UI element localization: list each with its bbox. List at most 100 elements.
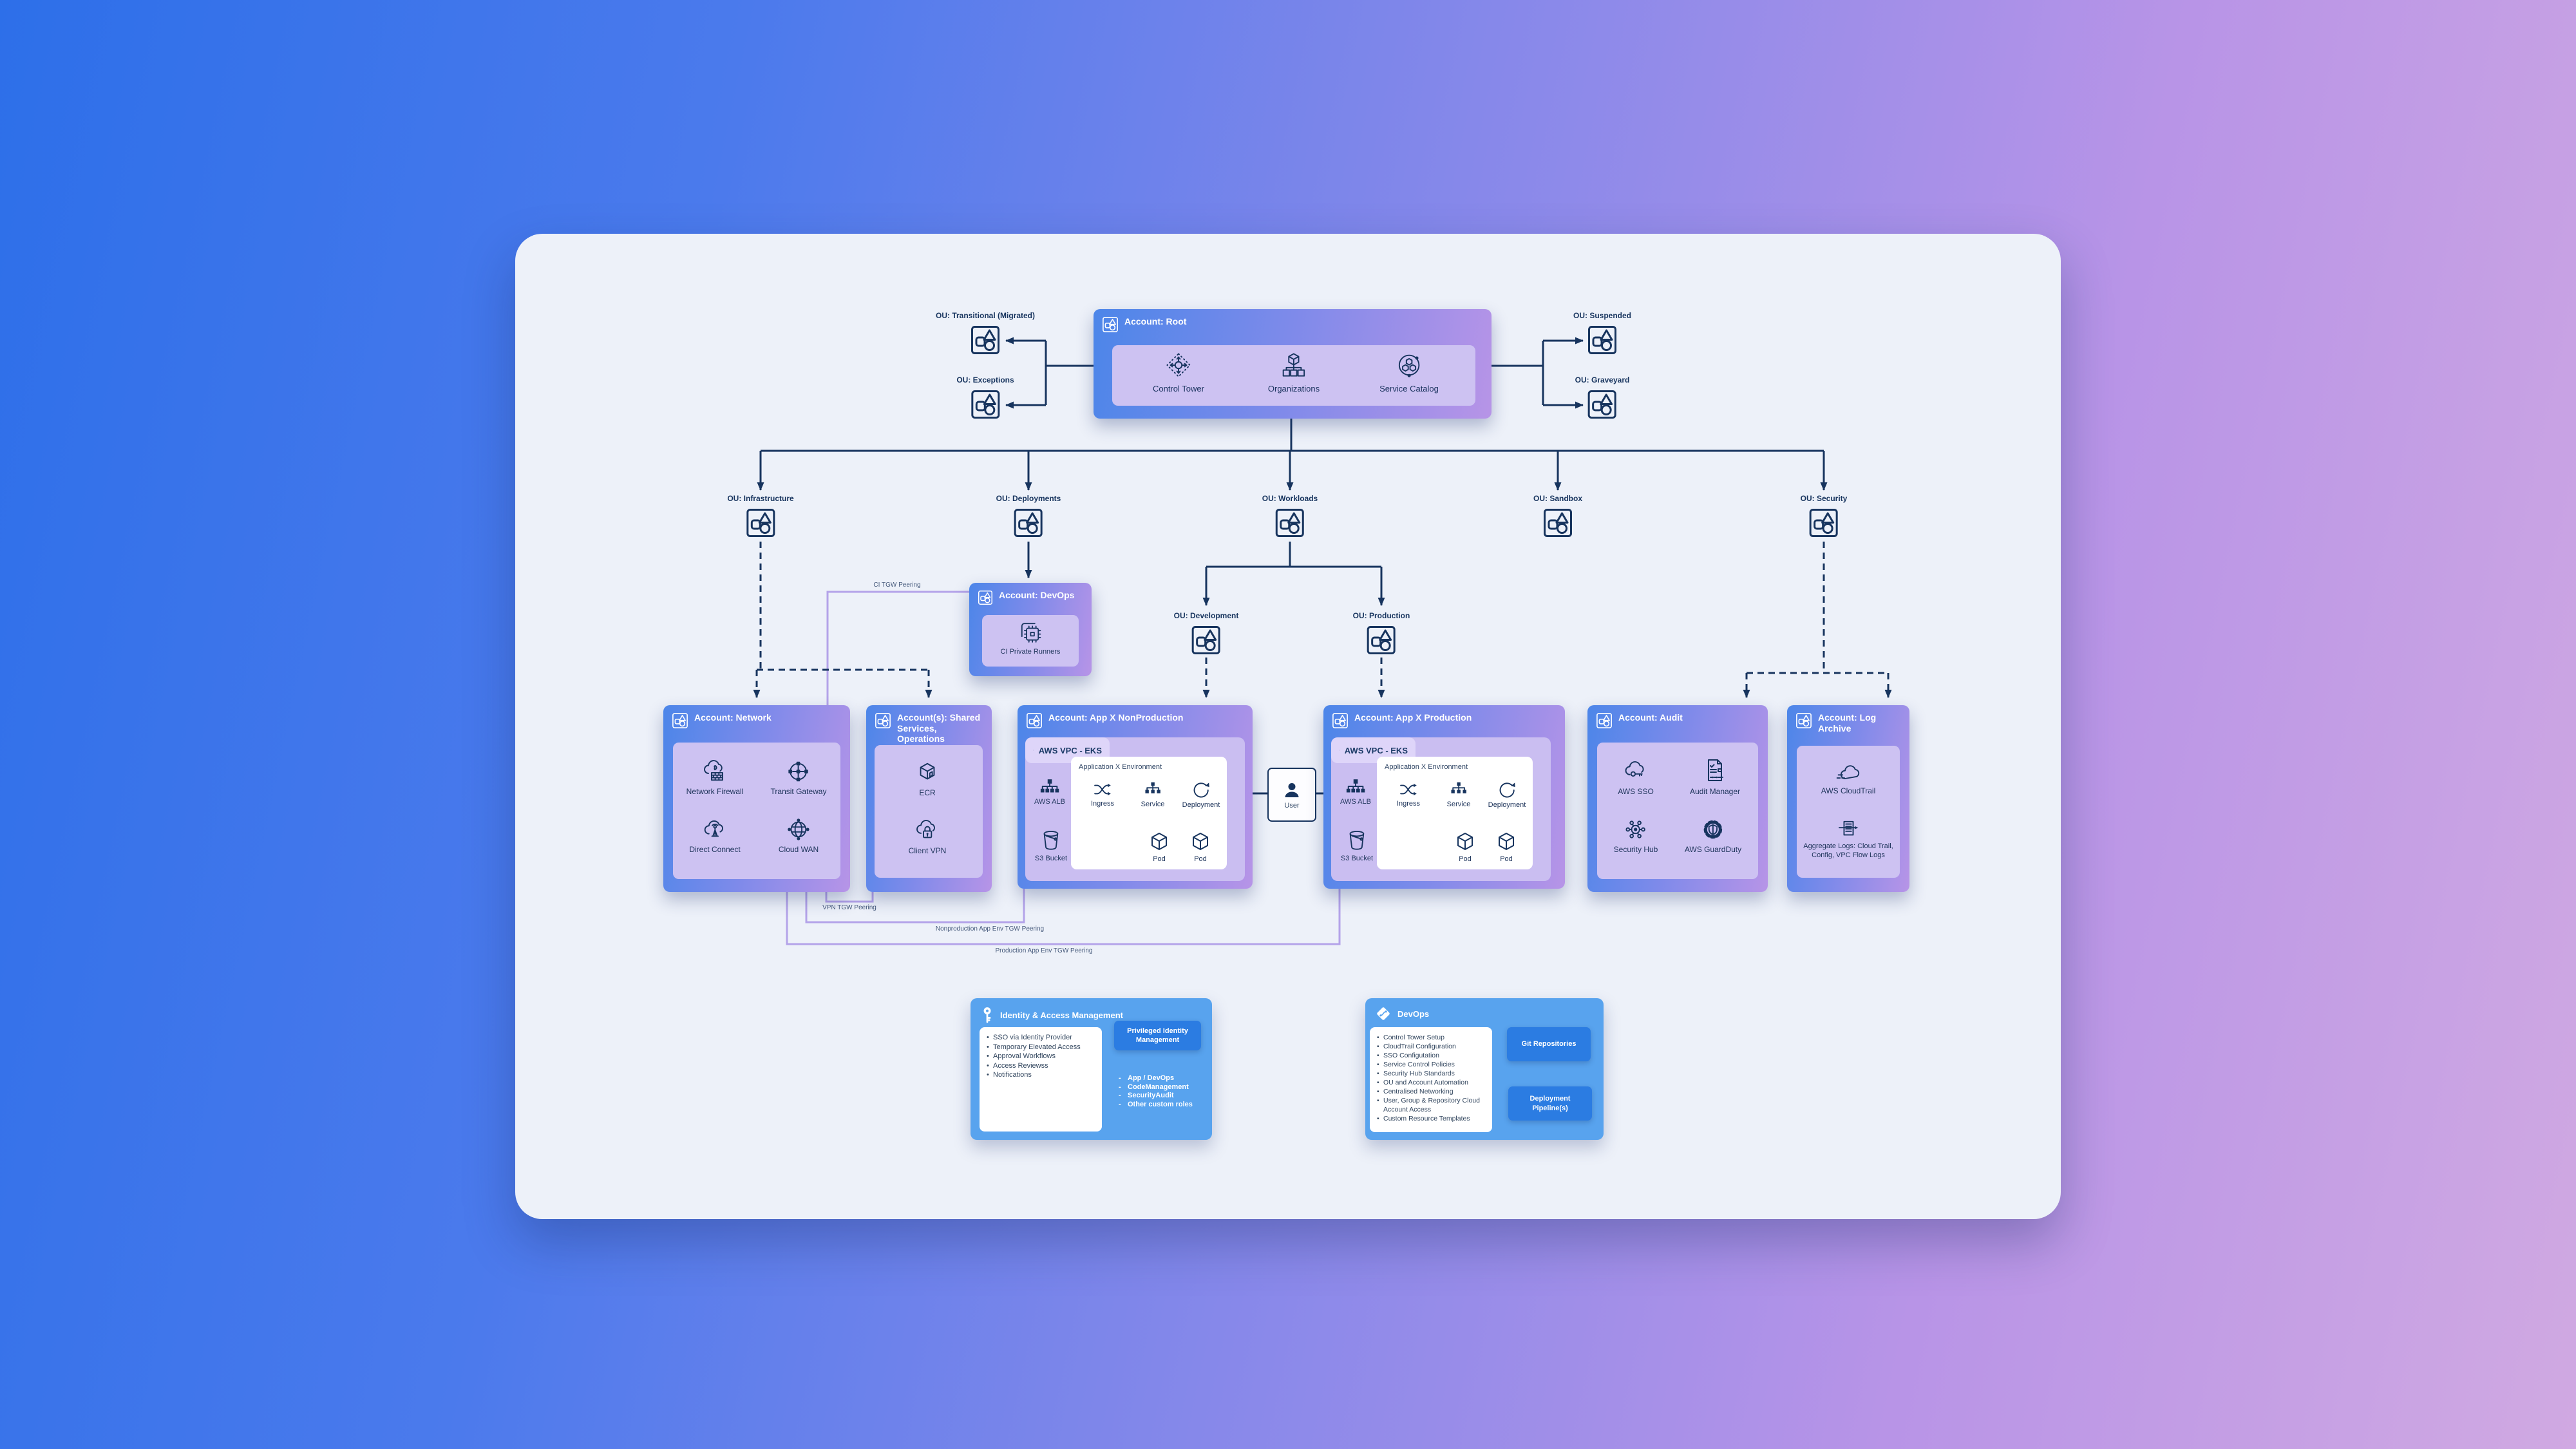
cloud-wan-icon xyxy=(788,819,810,840)
role-item: CodeManagement xyxy=(1117,1083,1193,1092)
network-firewall-icon xyxy=(704,760,724,781)
ou-icon xyxy=(1810,509,1838,537)
ou-node-infrastructure: OU: Infrastructure xyxy=(727,494,794,538)
alb-icon xyxy=(1040,779,1059,793)
ou-node-production: OU: Production xyxy=(1353,611,1410,656)
role-item: App / DevOps xyxy=(1117,1074,1193,1083)
ou-node-workloads: OU: Workloads xyxy=(1262,494,1318,538)
ou-icon xyxy=(1192,626,1220,654)
service-label: Pod xyxy=(1194,855,1207,863)
shared-services-panel xyxy=(875,745,983,878)
iam-card: SSO via Identity Provider Temporary Elev… xyxy=(980,1027,1102,1132)
ou-node-deployments: OU: Deployments xyxy=(996,494,1061,538)
control-tower-icon xyxy=(1166,353,1191,377)
service-ingress: Ingress xyxy=(1397,782,1420,809)
k8s-service-icon xyxy=(1451,782,1466,793)
account-devops-header: Account: DevOps xyxy=(969,583,1092,616)
vpc-label: AWS VPC - EKS xyxy=(1344,745,1408,755)
cloudtrail-icon xyxy=(1836,765,1860,779)
service-service-catalog: Service Catalog xyxy=(1379,352,1439,393)
ou-node-suspended: OU: Suspended xyxy=(1573,311,1631,355)
service-label: S3 Bucket xyxy=(1034,855,1068,862)
git-repositories-button[interactable]: Git Repositories xyxy=(1507,1027,1591,1061)
s3-bucket-icon xyxy=(1349,830,1365,850)
nonprod-env-panel xyxy=(1071,757,1227,869)
devops-panel: DevOps Control Tower Setup CloudTrail Co… xyxy=(1365,998,1604,1140)
ou-label: OU: Deployments xyxy=(996,494,1061,503)
client-vpn-icon xyxy=(916,820,936,838)
service-label: AWS SSO xyxy=(1618,787,1654,796)
account-root-header: Account: Root xyxy=(1094,309,1492,343)
account-devops: Account: DevOps CI Private Runners xyxy=(969,583,1092,676)
devops-card: Control Tower Setup CloudTrail Configura… xyxy=(1370,1027,1492,1132)
account-title: Account: App X NonProduction xyxy=(1048,712,1184,723)
service-label: Security Hub xyxy=(1613,845,1658,854)
ingress-icon xyxy=(1094,783,1111,796)
service-direct-connect: Direct Connect xyxy=(689,817,741,855)
service-label: Service xyxy=(1446,800,1471,808)
service-label: Organizations xyxy=(1267,384,1320,393)
aws-sso-icon xyxy=(1625,761,1644,777)
transit-gateway-icon xyxy=(788,761,809,782)
ou-label: OU: Production xyxy=(1352,611,1410,620)
nonprod-vpc-area: AWS VPC - EKS Application X Environment xyxy=(1025,737,1245,881)
service-k8s-service: Service xyxy=(1141,782,1165,810)
ou-node-development: OU: Development xyxy=(1173,611,1239,656)
prod-vpc-area: AWS VPC - EKS Application X Environment xyxy=(1331,737,1551,881)
service-label: Direct Connect xyxy=(689,845,741,854)
ci-tgw-peering-line xyxy=(826,591,969,705)
service-label: Deployment xyxy=(1182,801,1220,809)
nonprod-eks-chip: AWS VPC - EKS xyxy=(1025,737,1110,763)
account-title: Account: Network xyxy=(694,712,772,723)
prod-tgw-peering-label: Production App Env TGW Peering xyxy=(995,947,1093,954)
service-label: Aggregate Logs: Cloud Trail, Config, VPC… xyxy=(1803,842,1893,859)
account-audit-header: Account: Audit xyxy=(1587,705,1768,739)
ou-label: OU: Security xyxy=(1800,494,1848,503)
prod-eks-chip: AWS VPC - EKS xyxy=(1331,737,1416,763)
iam-bullet-list: SSO via Identity Provider Temporary Elev… xyxy=(985,1033,1095,1080)
pod-icon xyxy=(1193,833,1208,850)
ou-node-security: OU: Security xyxy=(1800,494,1848,538)
service-label: AWS CloudTrail xyxy=(1821,786,1876,795)
user-label: User xyxy=(1284,801,1300,810)
account-prod-header: Account: App X Production xyxy=(1323,705,1565,739)
service-control-tower: Control Tower xyxy=(1153,352,1204,393)
ou-icon xyxy=(1014,509,1043,537)
ou-node-graveyard: OU: Graveyard xyxy=(1575,375,1629,420)
service-label: AWS ALB xyxy=(1034,798,1065,806)
service-label: Client VPN xyxy=(908,846,947,855)
list-item: Temporary Elevated Access xyxy=(985,1043,1095,1052)
privileged-identity-management-button[interactable]: Privileged Identity Management xyxy=(1114,1021,1201,1050)
service-s3-bucket: S3 Bucket xyxy=(1035,829,1067,864)
ou-node-sandbox: OU: Sandbox xyxy=(1533,494,1582,538)
account-title: Account: App X Production xyxy=(1354,712,1472,723)
ou-icon xyxy=(1367,626,1396,654)
ou-icon xyxy=(1102,316,1119,336)
deployment-pipelines-button[interactable]: Deployment Pipeline(s) xyxy=(1508,1086,1592,1121)
ci-tgw-peering-label: CI TGW Peering xyxy=(873,582,921,589)
network-services-panel xyxy=(673,743,840,879)
service-pod-1: Pod xyxy=(1149,831,1170,864)
service-aws-sso: AWS SSO xyxy=(1618,759,1654,797)
k8s-service-icon xyxy=(1145,782,1160,793)
connector-lines xyxy=(753,337,1892,1082)
nonprod-tgw-peering-label: Nonproduction App Env TGW Peering xyxy=(935,925,1045,933)
ou-label: OU: Development xyxy=(1173,611,1239,620)
service-label: Ingress xyxy=(1396,800,1421,808)
service-label: Service xyxy=(1141,800,1165,808)
ou-icon xyxy=(1332,712,1349,732)
service-pod-1: Pod xyxy=(1455,831,1475,864)
list-item: Centralised Networking xyxy=(1375,1087,1486,1096)
account-title: Account: Audit xyxy=(1618,712,1683,723)
iam-panel-header: Identity & Access Management xyxy=(971,998,1212,1032)
ou-icon xyxy=(875,712,891,732)
eks-icon xyxy=(1339,750,1340,751)
service-network-firewall: Network Firewall xyxy=(687,759,743,797)
list-item: SSO Configutation xyxy=(1375,1051,1486,1060)
list-item: Approval Workflows xyxy=(985,1052,1095,1061)
ou-label: OU: Workloads xyxy=(1262,494,1318,503)
account-title: Account: DevOps xyxy=(999,590,1075,600)
vpn-tgw-peering-label: VPN TGW Peering xyxy=(822,904,876,911)
service-label: S3 Bucket xyxy=(1340,855,1374,862)
user-node: User xyxy=(1267,768,1316,822)
